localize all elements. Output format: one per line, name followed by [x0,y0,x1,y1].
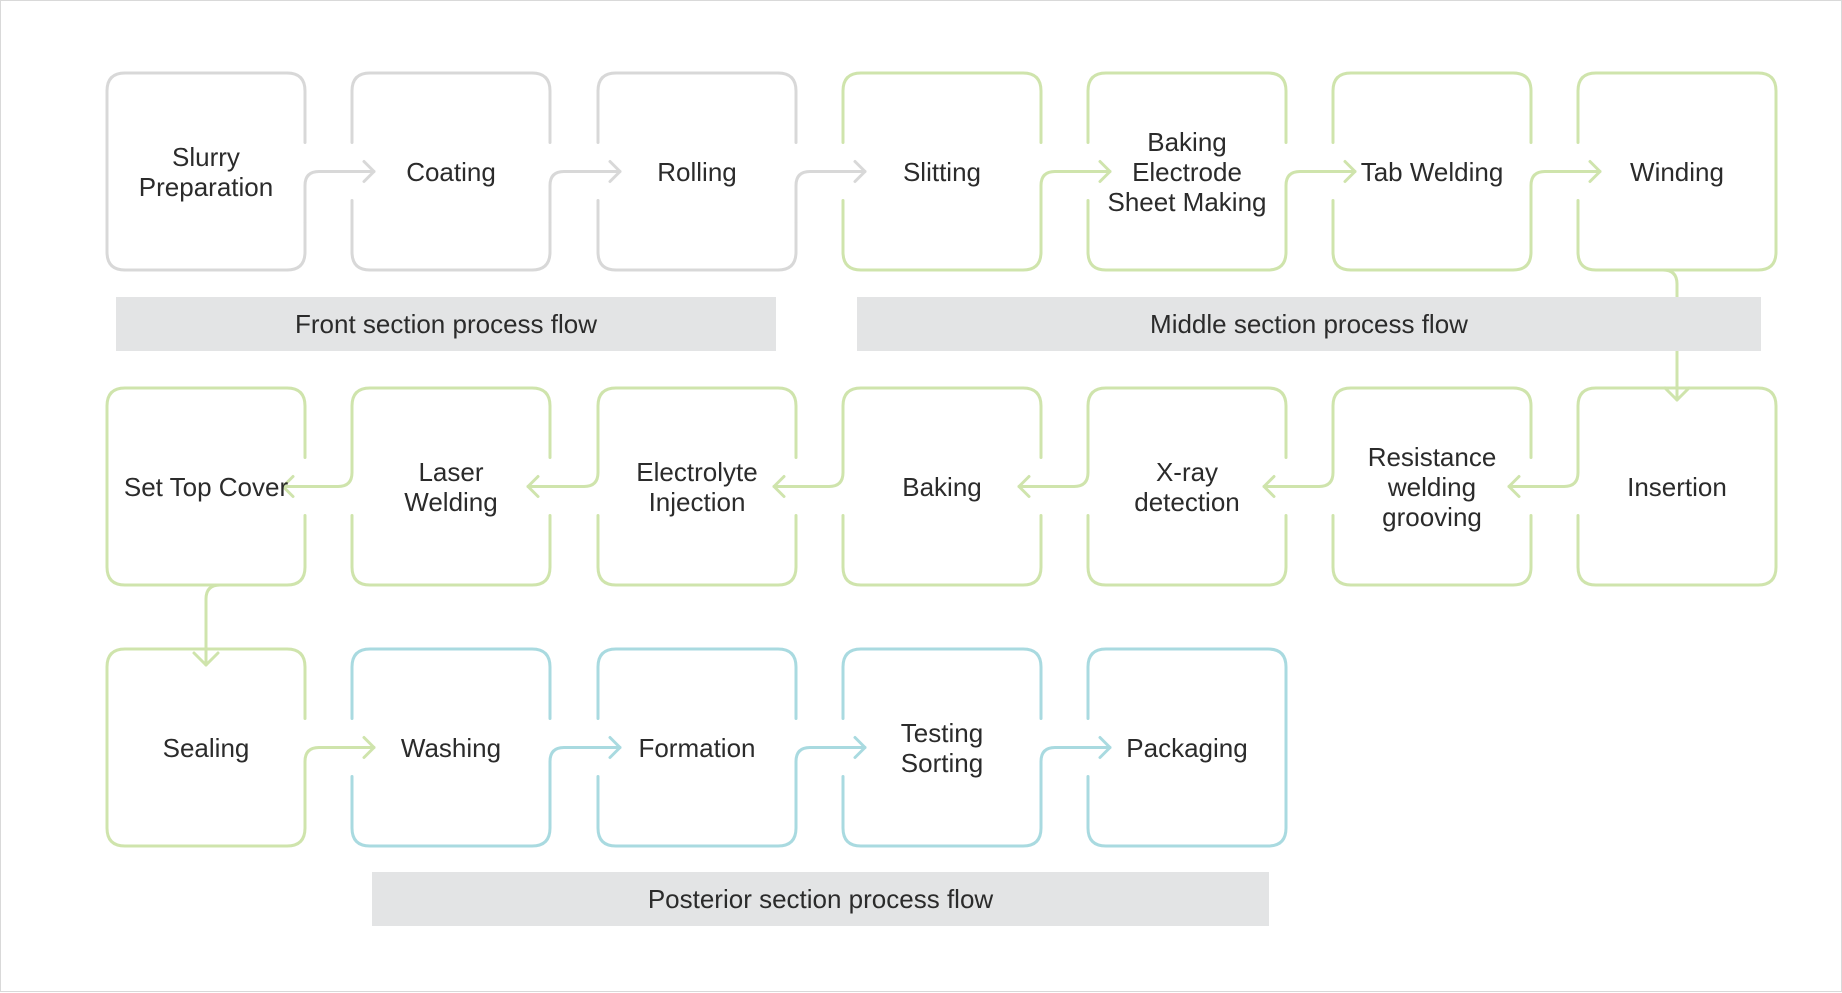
step-laser: Laser Welding [404,456,498,517]
step-baking-sheet: Baking Electrode Sheet Making [1107,126,1267,217]
step-xray: X-ray detection [1134,456,1240,517]
step-insertion: Insertion [1627,471,1727,502]
step-tab-welding: Tab Welding [1360,156,1504,187]
step-winding: Winding [1630,156,1724,187]
step-rolling: Rolling [657,156,737,187]
step-electrolyte: Electrolyte Injection [636,456,758,517]
step-top-cover: Set Top Cover [123,471,289,502]
step-baking: Baking [902,471,982,502]
front-section-band: Front section process flow [116,297,776,351]
step-washing: Washing [400,732,502,763]
middle-section-band: Middle section process flow [857,297,1761,351]
step-slitting: Slitting [902,156,982,187]
step-sealing: Sealing [162,732,250,763]
step-resistance: Resistance welding grooving [1367,441,1497,532]
step-formation: Formation [638,732,756,763]
posterior-section-band: Posterior section process flow [372,872,1269,926]
step-slurry: Slurry Preparation [138,141,274,202]
step-testing: Testing Sorting [900,717,984,778]
step-coating: Coating [406,156,496,187]
step-packaging: Packaging [1126,732,1248,763]
